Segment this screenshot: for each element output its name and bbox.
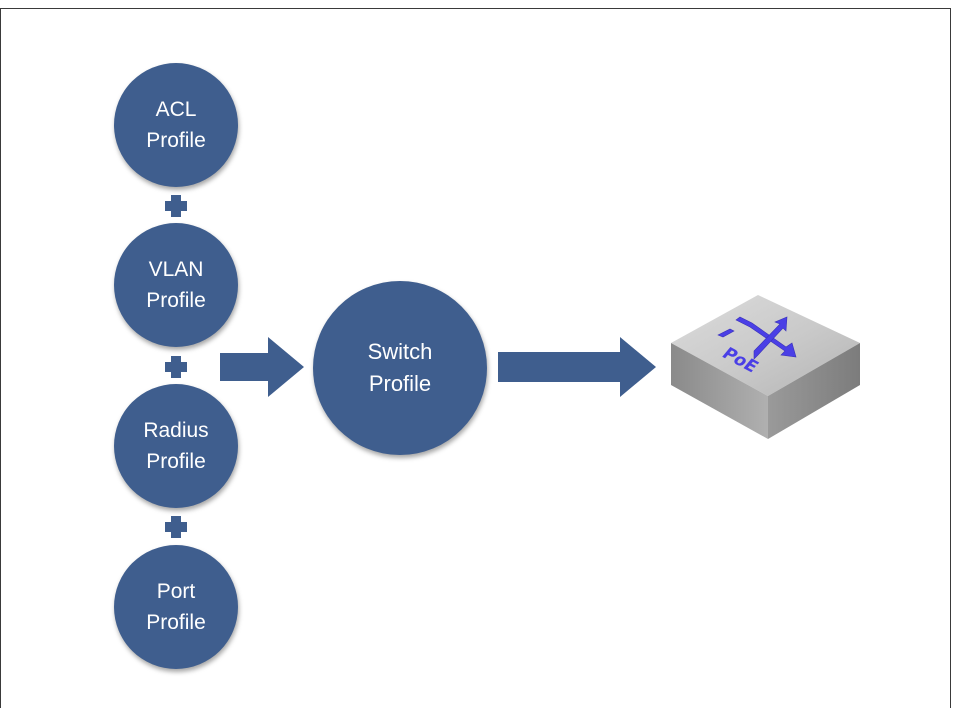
acl-profile-label-line1: ACL (155, 98, 197, 121)
radius-profile-label-line1: Radius (143, 419, 209, 442)
right-arrow-icon (498, 337, 656, 397)
vlan-profile-label-line1: VLAN (148, 258, 204, 281)
plus-icon (165, 195, 187, 217)
radius-profile-node: Radius Profile (114, 384, 238, 508)
port-profile-label-line1: Port (156, 580, 196, 603)
vlan-profile-label-line2: Profile (146, 289, 206, 312)
acl-profile-node: ACL Profile (114, 63, 238, 187)
right-arrow-icon (220, 337, 304, 397)
switch-profile-node: Switch Profile (313, 281, 487, 455)
switch-profile-label-line2: Profile (368, 371, 432, 396)
poe-switch-icon: PoE (671, 295, 860, 439)
acl-profile-label-line2: Profile (146, 129, 206, 152)
plus-icon (165, 356, 187, 378)
radius-profile-label-line2: Profile (146, 450, 206, 473)
port-profile-label-line2: Profile (146, 611, 206, 634)
diagram-frame (0, 8, 951, 708)
switch-profile-label-line1: Switch (367, 339, 433, 364)
plus-icon (165, 516, 187, 538)
vlan-profile-node: VLAN Profile (114, 223, 238, 347)
port-profile-node: Port Profile (114, 545, 238, 669)
